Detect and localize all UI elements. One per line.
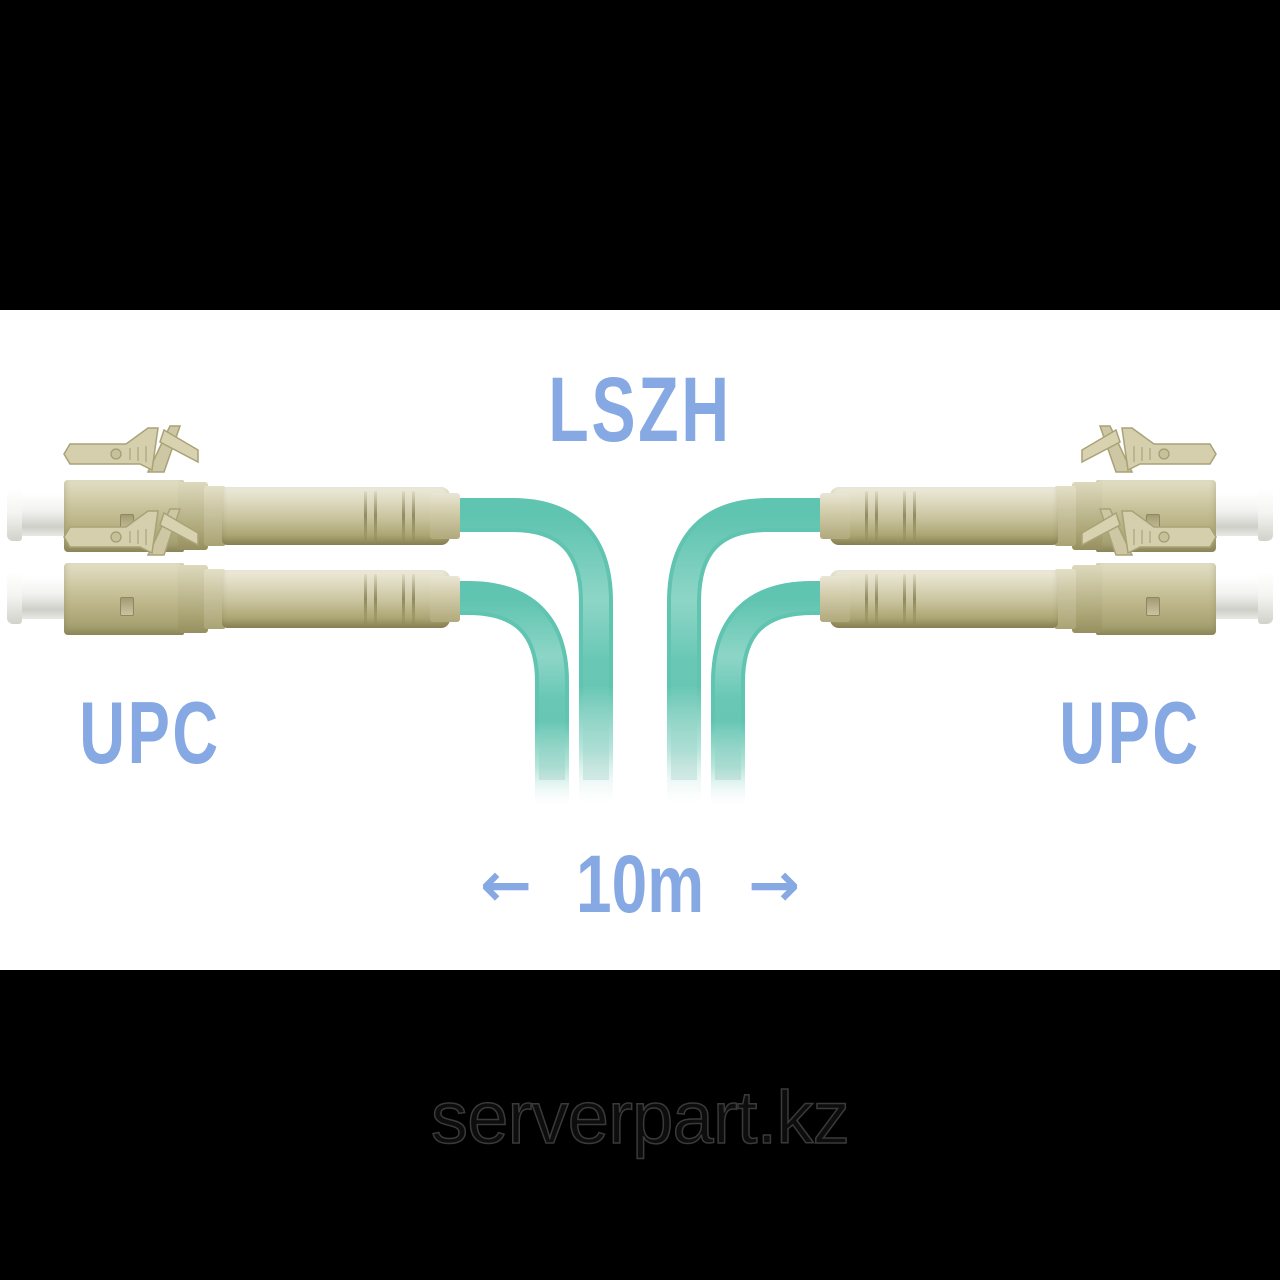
connector-polish-label-right: UPC bbox=[1059, 683, 1201, 782]
boot-nose bbox=[820, 493, 850, 539]
connector-housing bbox=[64, 563, 184, 635]
product-photo-panel: LSZH UPC UPC ← 10m → bbox=[0, 310, 1280, 970]
arrow-right-icon: → bbox=[748, 848, 801, 921]
strain-relief-boot bbox=[830, 570, 1058, 628]
housing-window bbox=[1146, 597, 1160, 616]
lc-connector-right-top bbox=[804, 425, 1274, 570]
connector-housing bbox=[1096, 563, 1216, 635]
latch-clip-icon bbox=[52, 420, 202, 482]
latch-clip-icon bbox=[52, 503, 202, 565]
strain-relief-boot bbox=[222, 487, 450, 545]
lc-connector-left-bottom bbox=[6, 508, 476, 653]
site-watermark: serverpart.kz bbox=[430, 1075, 850, 1160]
ferrule-tip bbox=[7, 489, 70, 541]
boot-nose bbox=[430, 493, 460, 539]
connector-collar bbox=[204, 486, 226, 546]
strain-relief-boot bbox=[222, 570, 450, 628]
cable-length-annotation: ← 10m → bbox=[0, 830, 1280, 940]
boot-nose bbox=[430, 576, 460, 622]
connector-polish-label-left: UPC bbox=[79, 683, 221, 782]
boot-nose bbox=[820, 576, 850, 622]
strain-relief-boot bbox=[830, 487, 1058, 545]
latch-clip-icon bbox=[1078, 420, 1228, 482]
lc-connector-right-bottom bbox=[804, 508, 1274, 653]
lc-connector-left-top bbox=[6, 425, 476, 570]
connector-mid-collar bbox=[178, 565, 208, 633]
arrow-left-icon: ← bbox=[479, 848, 532, 921]
housing-window bbox=[120, 597, 134, 616]
cable-length-value: 10m bbox=[575, 839, 705, 930]
latch-clip-icon bbox=[1078, 503, 1228, 565]
ferrule-tip bbox=[7, 572, 70, 624]
ferrule-tip bbox=[1210, 577, 1266, 619]
connector-mid-collar bbox=[1072, 565, 1102, 633]
jacket-rating-label: LSZH bbox=[548, 359, 732, 461]
connector-collar bbox=[204, 569, 226, 629]
